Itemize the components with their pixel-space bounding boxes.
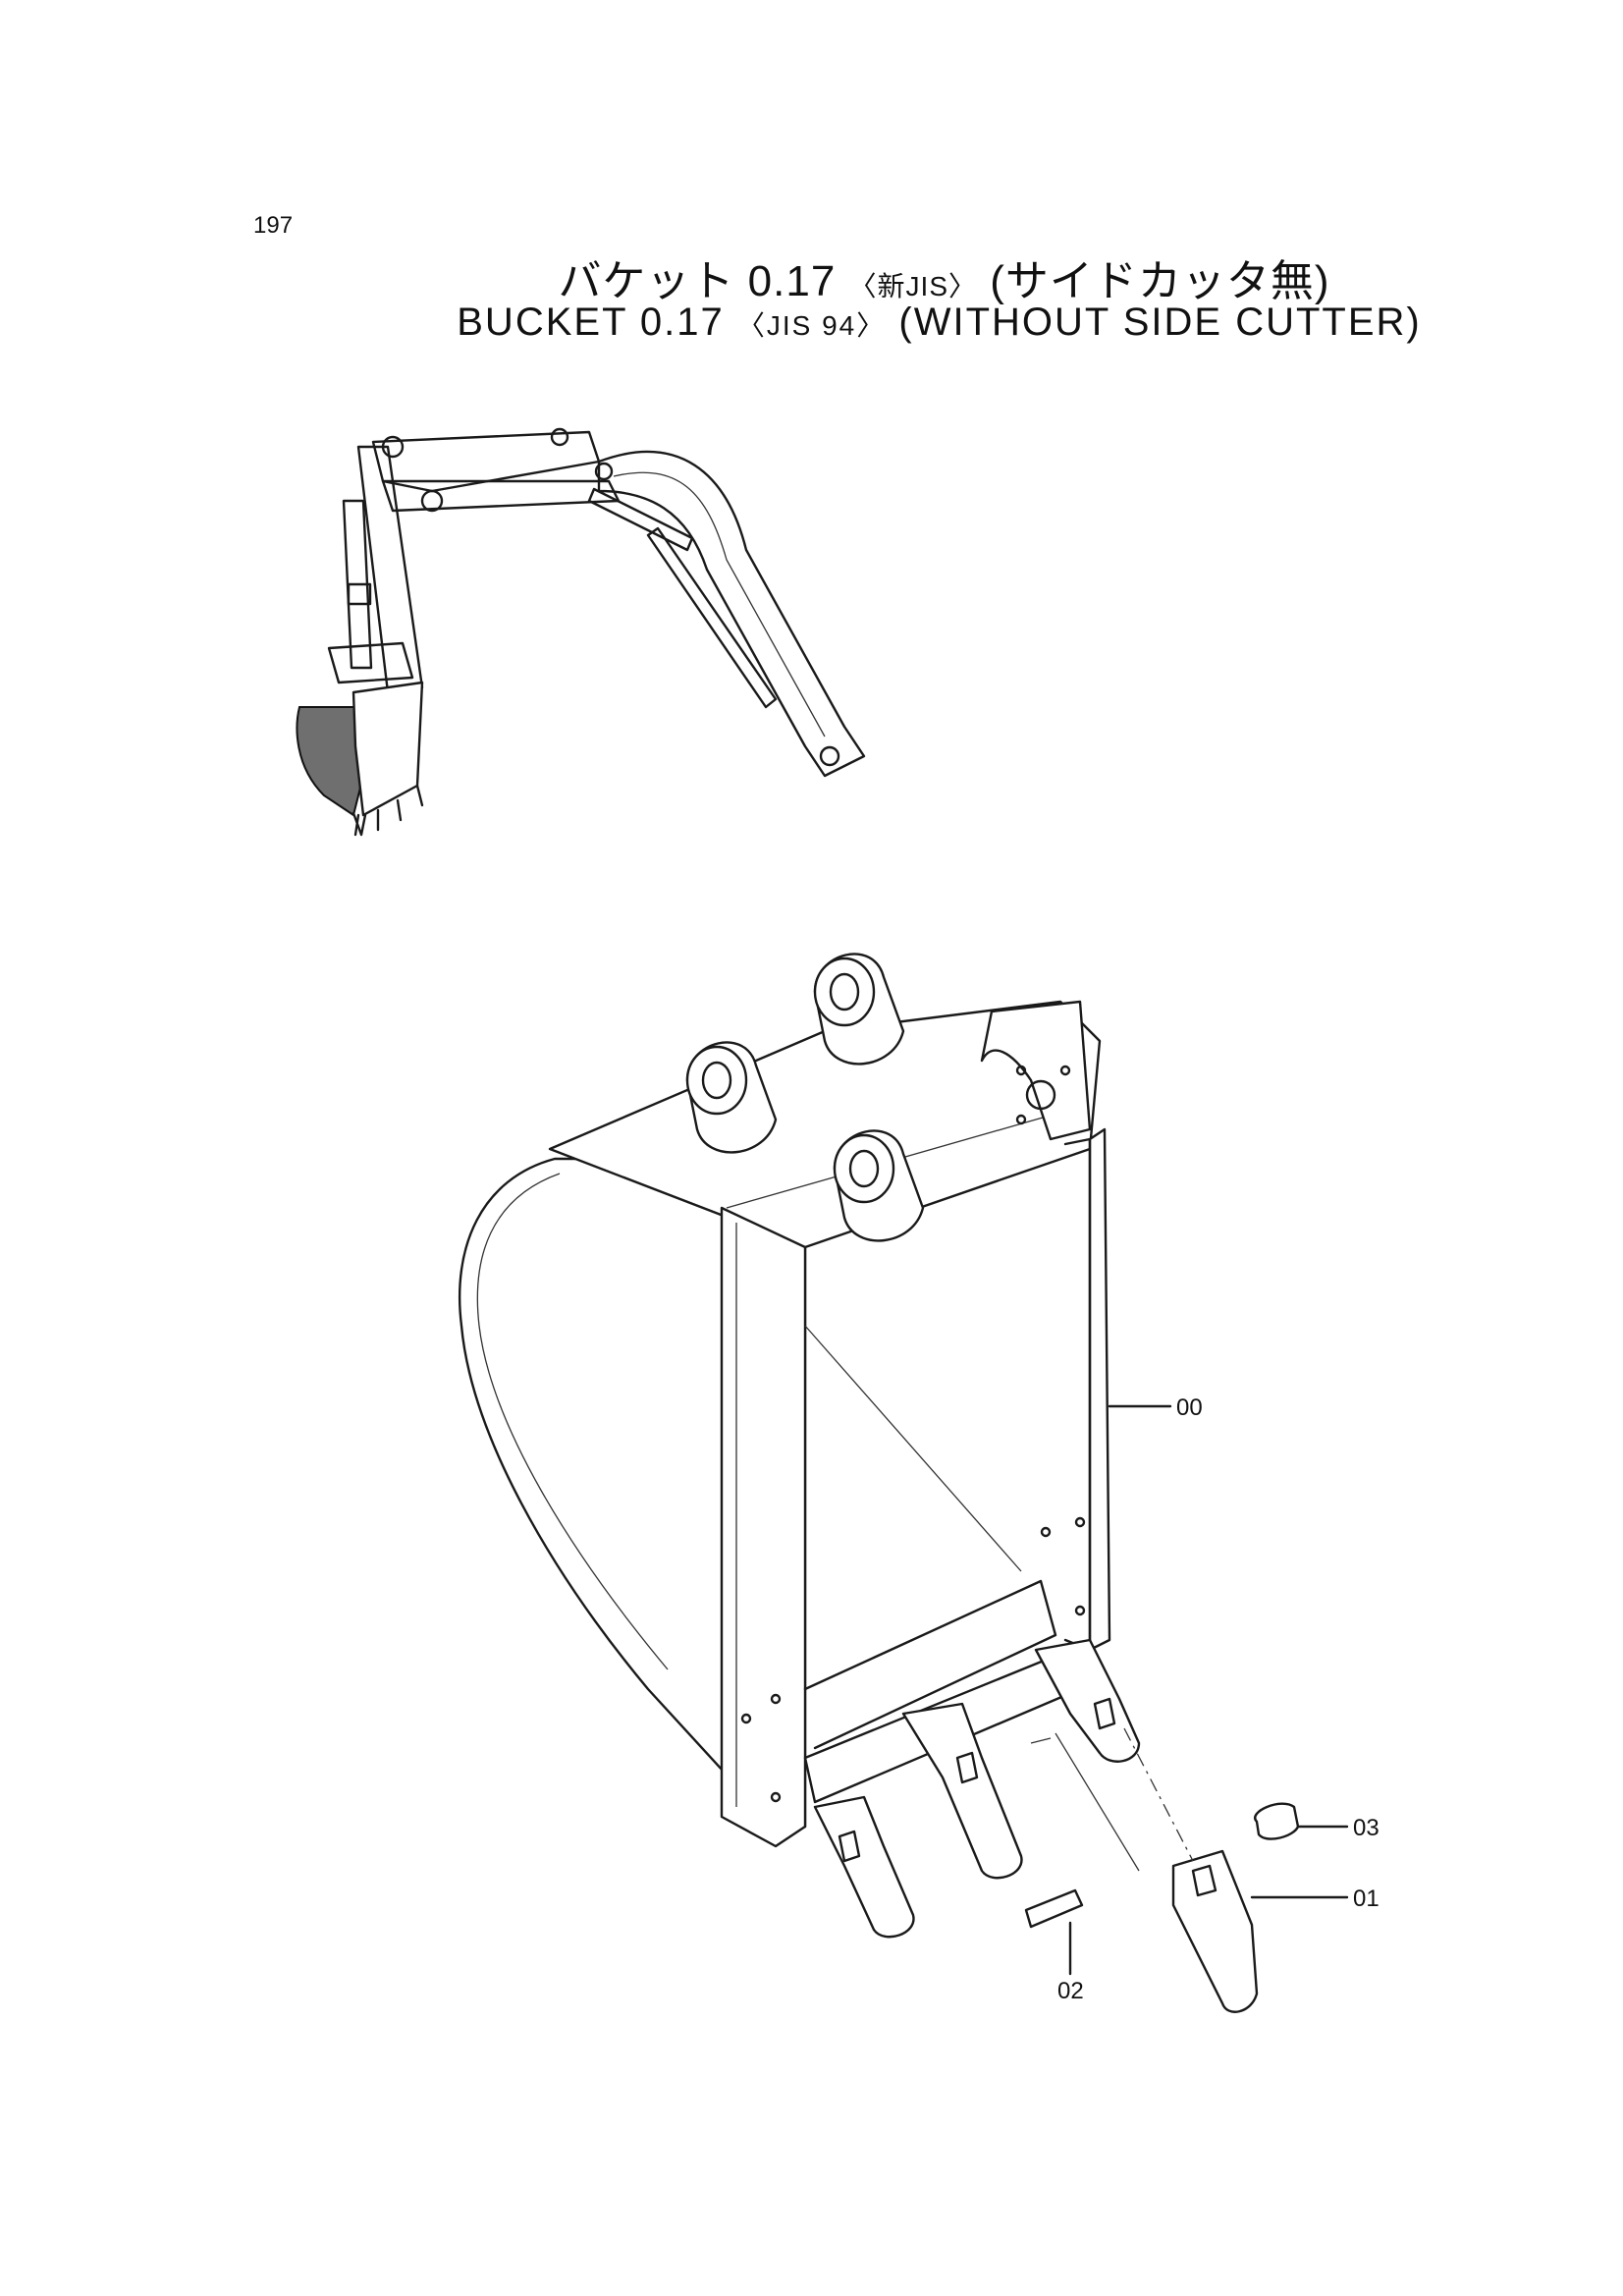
bucket-teeth — [813, 1638, 1141, 1939]
title-japanese: バケット 0.17 〈新JIS〉 (サイドカッタ無) — [133, 246, 1623, 308]
title-en-note: (WITHOUT SIDE CUTTER) — [898, 301, 1422, 344]
title-ja-standard: 〈新JIS〉 — [848, 271, 978, 301]
title-english: BUCKET 0.17 〈JIS 94〉 (WITHOUT SIDE CUTTE… — [128, 301, 1623, 345]
title-ja-note: (サイドカッタ無) — [990, 257, 1330, 305]
overview-boom-arm-drawing — [296, 427, 866, 837]
callout-00: 00 — [1176, 1394, 1203, 1421]
callout-03: 03 — [1353, 1815, 1380, 1841]
callout-01: 01 — [1353, 1886, 1380, 1912]
bucket-assembly-drawing — [458, 953, 1300, 2013]
title-ja-main: バケット 0.17 — [558, 257, 837, 305]
title-en-main: BUCKET 0.17 — [457, 301, 725, 344]
callout-02: 02 — [1057, 1978, 1084, 2004]
page-number: 197 — [253, 212, 294, 239]
title-en-standard: 〈JIS 94〉 — [736, 310, 887, 341]
